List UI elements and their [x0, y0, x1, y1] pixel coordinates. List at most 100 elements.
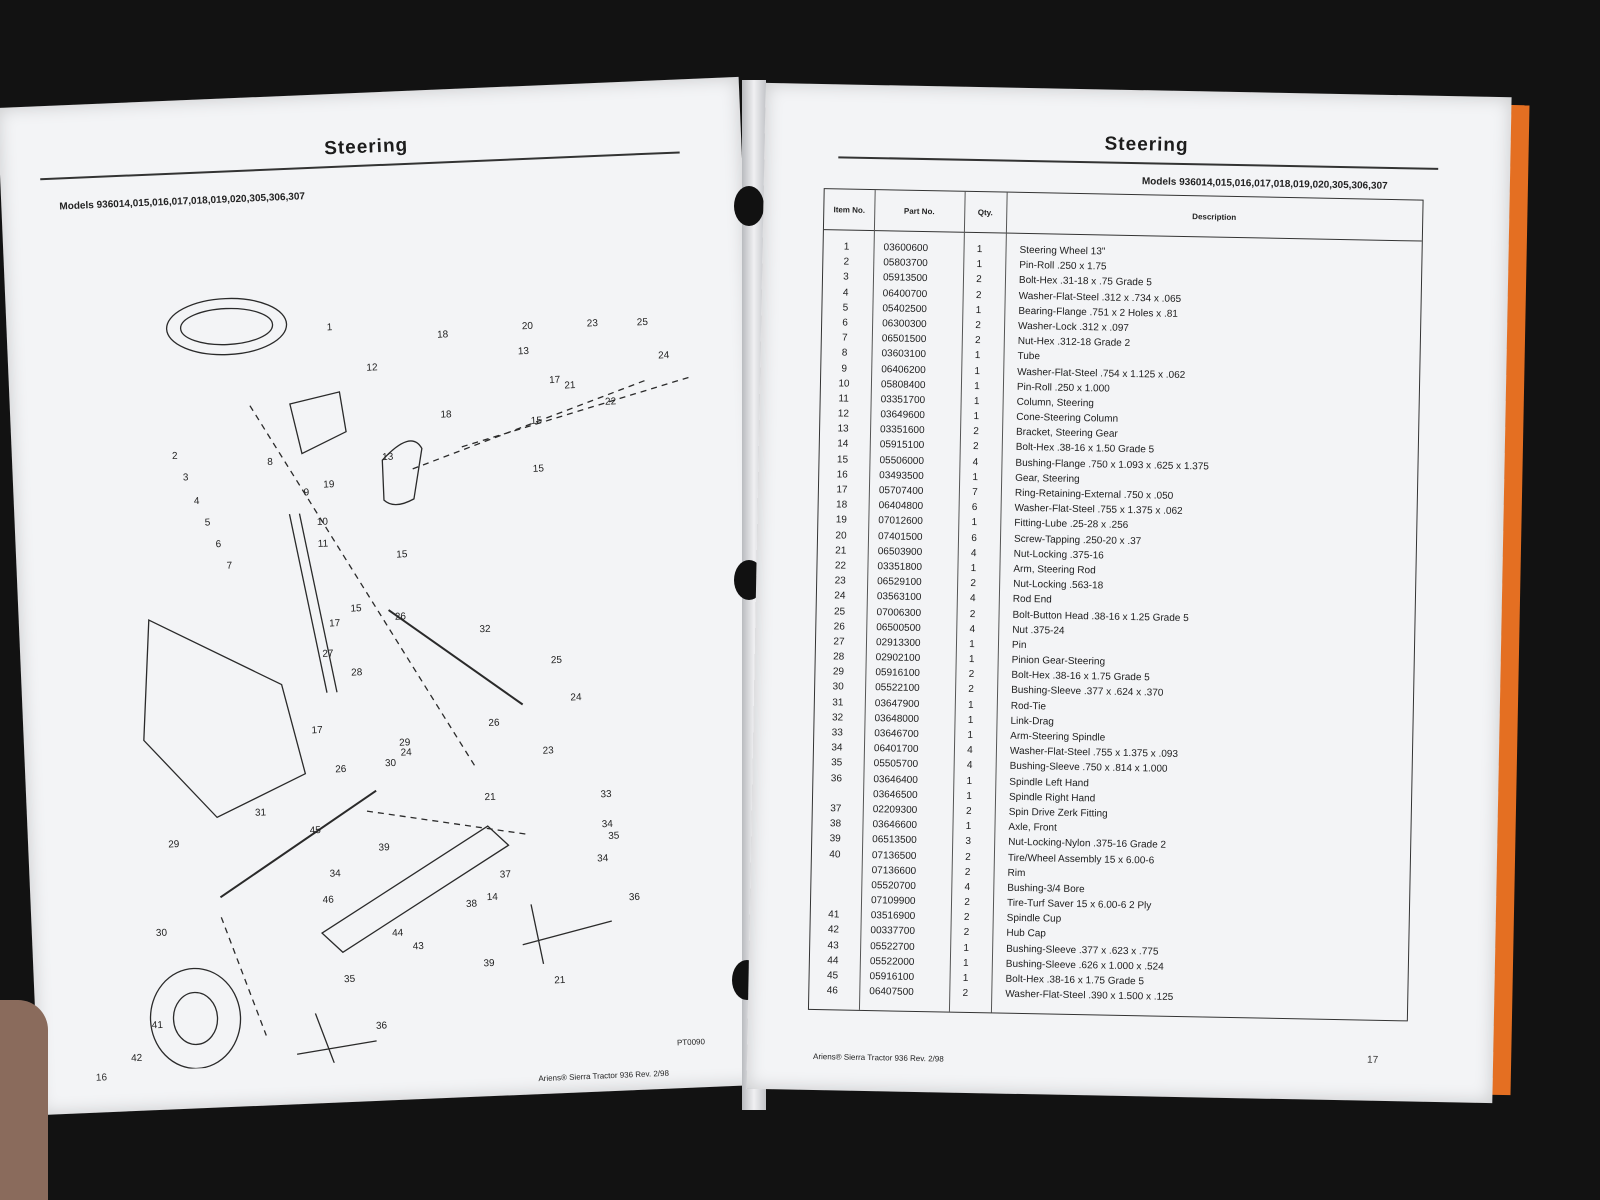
description-cell: Nut-Hex .312-18 Grade 2 — [1017, 335, 1131, 350]
item-no-cell: 36 — [830, 772, 843, 785]
part-no-cell: 05520700 — [871, 879, 916, 892]
callout-label: 15 — [533, 463, 545, 474]
callout-label: 30 — [156, 928, 168, 939]
part-no-cell: 07012600 — [878, 515, 923, 528]
callout-label: 20 — [522, 321, 534, 332]
item-no-cell: 38 — [829, 818, 842, 830]
item-no-cell: 12 — [837, 408, 850, 420]
item-no-cell: 37 — [830, 803, 842, 815]
item-no-cell: 16 — [836, 469, 848, 481]
callout-label: 31 — [255, 807, 267, 818]
description-cell: Arm-Steering Spindle — [1010, 730, 1106, 744]
qty-cell: 2 — [963, 927, 970, 939]
qty-cell: 2 — [974, 335, 981, 347]
callout-label: 29 — [399, 737, 411, 748]
callout-label: 11 — [318, 538, 329, 549]
qty-cell: 4 — [966, 760, 973, 772]
qty-cell: 7 — [972, 486, 978, 499]
qty-cell: 3 — [965, 836, 972, 848]
description-cell: Column, Steering — [1016, 396, 1094, 410]
part-no-cell: 05402500 — [882, 302, 928, 315]
part-no-cell: 05522000 — [869, 955, 915, 968]
part-no-cell: 03351700 — [880, 394, 926, 406]
callout-label: 8 — [267, 457, 273, 468]
part-no-cell: 06300300 — [882, 318, 927, 331]
description-cell: Washer-Flat-Steel .390 x 1.500 x .125 — [1005, 988, 1174, 1004]
front-axle-drawing — [320, 825, 510, 954]
part-no-cell: 05916100 — [869, 971, 915, 983]
callout-label: 21 — [484, 792, 496, 803]
part-no-cell: 03646600 — [872, 819, 918, 832]
description-cell: Bushing-Sleeve .377 x .624 x .370 — [1010, 685, 1164, 700]
qty-cell: 1 — [974, 350, 981, 362]
description-cell: Hub Cap — [1006, 928, 1047, 940]
item-no-cell: 19 — [835, 514, 848, 526]
description-cell: Axle, Front — [1008, 821, 1057, 834]
qty-cell: 1 — [965, 821, 972, 833]
item-no-cell: 1 — [843, 241, 850, 253]
callout-label: 38 — [466, 899, 478, 910]
table-header: Item No. Part No. Qty. Description — [823, 189, 1423, 242]
header-qty: Qty. — [977, 207, 993, 217]
item-no-cell: 27 — [833, 636, 845, 648]
qty-cell: 1 — [976, 259, 983, 271]
callout-label: 22 — [605, 396, 617, 407]
item-no-cell — [811, 894, 857, 895]
callout-label: 15 — [350, 603, 362, 614]
description-cell: Washer-Lock .312 x .097 — [1017, 320, 1129, 334]
callout-label: 15 — [531, 415, 543, 426]
description-cell: Rod End — [1012, 594, 1052, 606]
part-no-cell: 06400700 — [882, 287, 928, 300]
qty-cell: 1 — [967, 729, 974, 742]
figure-id: PT0090 — [676, 1037, 706, 1048]
callout-label: 18 — [440, 409, 452, 420]
description-cell: Washer-Flat-Steel .754 x 1.125 x .062 — [1017, 366, 1186, 381]
item-no-cell: 35 — [831, 757, 843, 769]
callout-label: 26 — [488, 717, 500, 728]
page-footer: Ariens® Sierra Tractor 936 Rev. 2/98 — [812, 1052, 944, 1064]
item-no-cell: 43 — [827, 939, 839, 952]
part-no-cell: 03351600 — [879, 424, 925, 437]
callout-label: 7 — [226, 561, 232, 572]
part-no-cell: 02913300 — [875, 637, 921, 649]
page-title: Steering — [1104, 133, 1189, 157]
item-no-cell: 46 — [826, 985, 838, 997]
description-cell: Bolt-Hex .38-16 x 1.75 Grade 5 — [1005, 973, 1145, 988]
part-no-cell: 07401500 — [877, 530, 923, 543]
part-no-cell: 03493500 — [879, 469, 924, 482]
qty-cell: 1 — [975, 304, 982, 316]
item-no-cell: 18 — [835, 499, 848, 511]
description-cell: Spindle Right Hand — [1008, 791, 1096, 805]
spindle-right-drawing — [522, 904, 612, 964]
qty-cell: 1 — [968, 654, 975, 666]
diagram-svg: 1234567891011121313151515151717171818192… — [131, 297, 690, 1099]
description-cell: Screw-Tapping .250-20 x .37 — [1013, 533, 1142, 547]
description-cell: Arm, Steering Rod — [1013, 563, 1096, 577]
description-cell: Bushing-3/4 Bore — [1007, 882, 1085, 896]
description-cell: Bushing-Sleeve .626 x 1.000 x .524 — [1005, 958, 1164, 973]
qty-cell: 2 — [972, 441, 979, 453]
part-no-cell: 06404800 — [878, 500, 924, 513]
description-cell: Washer-Flat-Steel .755 x 1.375 x .062 — [1014, 502, 1183, 518]
description-cell: Bolt-Hex .31-18 x .75 Grade 5 — [1018, 275, 1152, 289]
callout-label: 28 — [351, 667, 363, 678]
part-no-cell: 05506000 — [879, 454, 925, 467]
item-no-cell: 39 — [829, 833, 841, 845]
description-cell: Nut-Locking-Nylon .375-16 Grade 2 — [1008, 837, 1167, 852]
part-no-cell: 05808400 — [880, 378, 926, 391]
callout-label: 17 — [311, 725, 323, 736]
part-no-cell: 07006300 — [876, 606, 922, 619]
title-rule — [838, 156, 1439, 170]
part-no-cell: 03646700 — [874, 728, 919, 740]
steering-gear-drawing — [381, 440, 423, 506]
item-no-cell: 22 — [834, 560, 847, 572]
qty-cell: 2 — [962, 988, 969, 1000]
description-cell: Rim — [1007, 867, 1026, 879]
qty-cell: 1 — [966, 790, 972, 802]
callout-label: 13 — [518, 346, 530, 357]
callout-label: 25 — [637, 317, 649, 328]
callout-label: 29 — [168, 839, 180, 850]
item-no-cell — [812, 864, 858, 865]
description-cell: Link-Drag — [1010, 715, 1054, 728]
